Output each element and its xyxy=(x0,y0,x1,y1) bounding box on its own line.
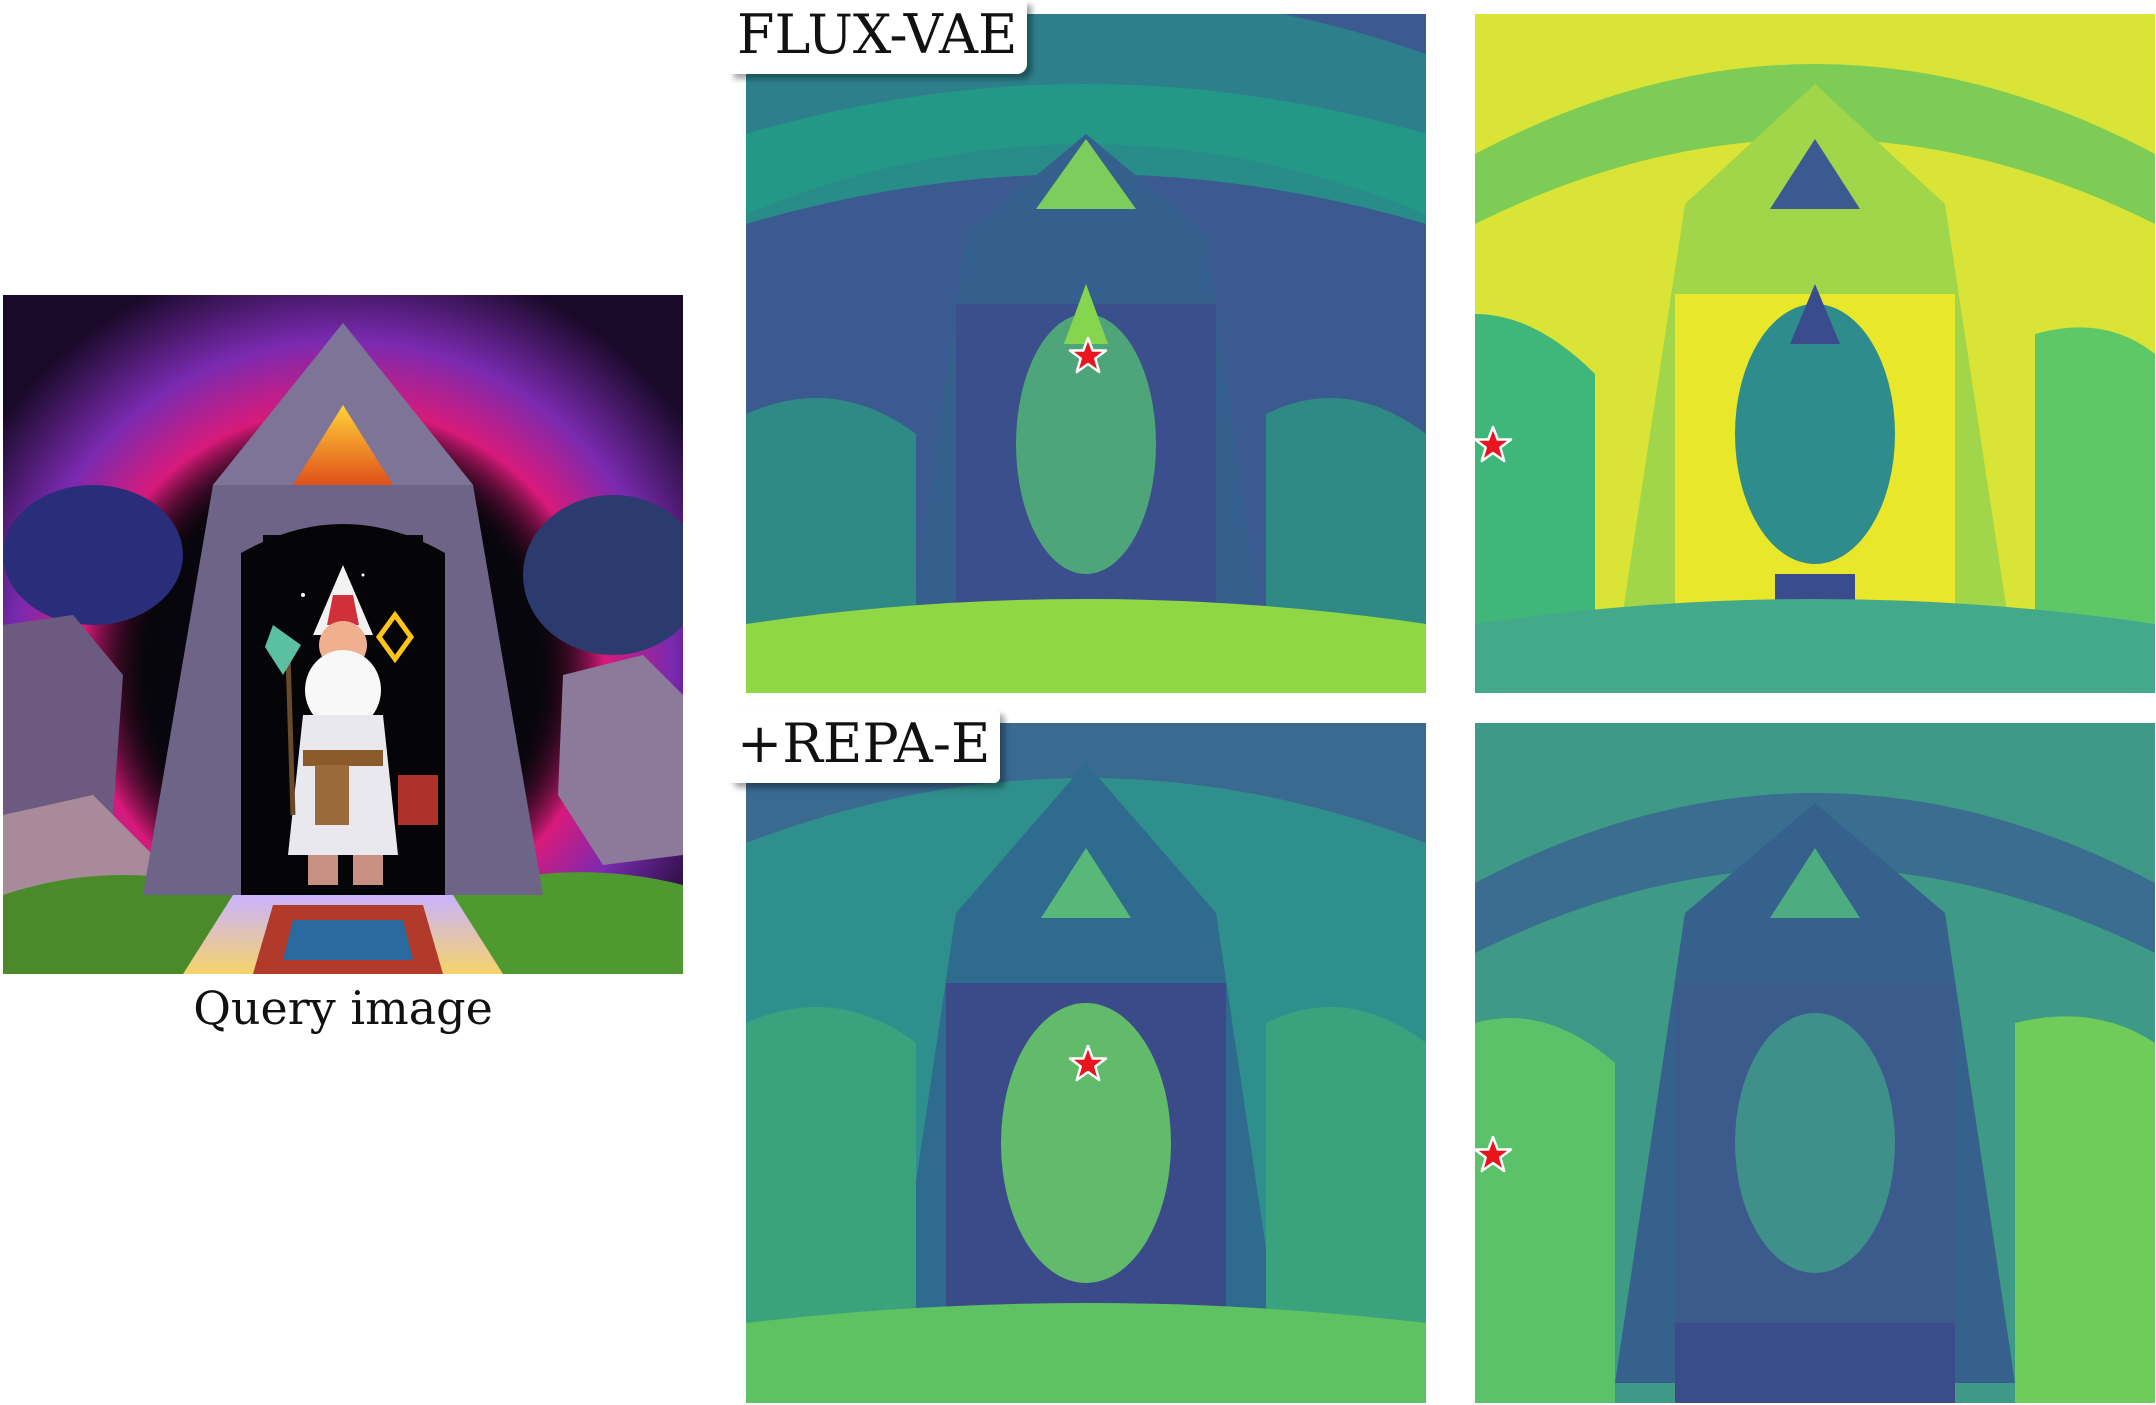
red-star-icon xyxy=(1473,425,1513,465)
similarity-map-repa-e-edge-query xyxy=(1475,723,2155,1403)
red-star-icon xyxy=(1068,1044,1108,1084)
red-star-icon xyxy=(1473,1135,1513,1175)
similarity-map-flux-vae-center-query xyxy=(746,14,1426,693)
query-image-caption: Query image xyxy=(193,981,493,1035)
red-star-icon xyxy=(1068,336,1108,376)
similarity-map-flux-vae-edge-query xyxy=(1475,14,2155,693)
row-label-flux-vae: FLUX-VAE xyxy=(729,0,1028,74)
row-label-repa-e: +REPA-E xyxy=(729,709,1001,783)
query-image xyxy=(3,295,683,974)
